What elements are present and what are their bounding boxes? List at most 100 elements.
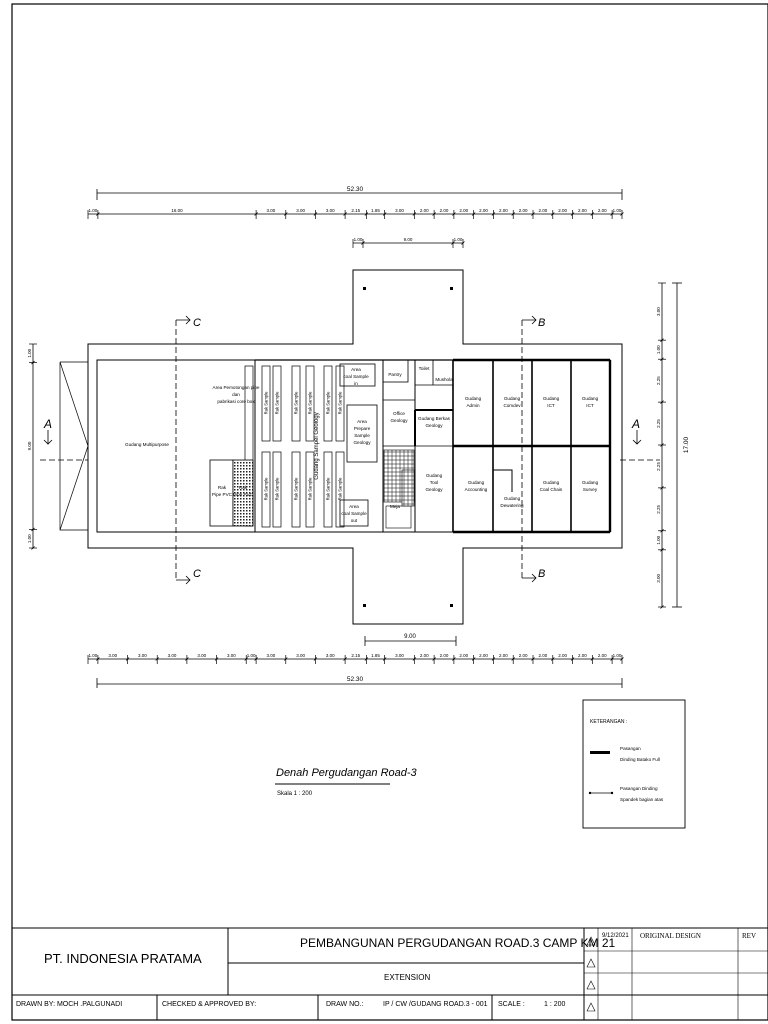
section-c-top: C (193, 317, 201, 329)
room-label-gudang-ict-1: ICT (547, 403, 555, 408)
bottom-dim-slash (214, 657, 219, 661)
top-dim-slash (471, 212, 476, 216)
top-dim-slash (364, 212, 369, 216)
section-b-bottom: B (538, 568, 545, 580)
right-dim-slash (660, 548, 664, 552)
bottom-total-dimension (96, 678, 623, 688)
left-dim-label: 9.00 (27, 441, 32, 450)
room-label-rak-pipe-1: Pipe PVC (212, 492, 233, 497)
right-dim-slash (660, 486, 664, 490)
top-dim-label: 16.00 (171, 208, 183, 213)
section-b-top: B (538, 317, 545, 329)
bottom-dim-label: 2.00 (440, 653, 449, 658)
room-label-area-coal-in: coal Sample (343, 374, 369, 379)
checked-by: CHECKED & APPROVED BY: (162, 1001, 257, 1008)
legend-item2-line2: Spandek bagian atas (620, 797, 664, 802)
top-dim-slash (254, 212, 258, 216)
bottom-wing-label: 9.00 (404, 634, 416, 640)
legend-item1-line1: Pasangan (620, 746, 641, 751)
room-label-gudang-berkas: Gudang Berkas (418, 416, 451, 421)
top-dim-slash (610, 212, 614, 216)
bottom-dim-slash (313, 657, 318, 661)
project-subtitle: EXTENSION (384, 973, 431, 982)
bottom-dim-slash (244, 657, 249, 661)
revision-triangles (586, 936, 596, 1012)
bottom-dim-label: 3.00 (296, 653, 305, 658)
top-dim-slash (550, 212, 555, 216)
bottom-total-label: 52.30 (347, 676, 364, 683)
bottom-dim-slash (590, 657, 595, 661)
rack-sample-label: Rak Sample (308, 477, 313, 500)
bottom-dim-slash (254, 657, 258, 661)
left-dim-slash (31, 527, 35, 532)
top-dim-label: 2.15 (351, 208, 360, 213)
right-dim-label: 2.25 (656, 419, 661, 428)
top-dim-slash (590, 212, 595, 216)
legend-item1-line2: Dinding Batako Full (620, 757, 660, 762)
bottom-dim-slash (283, 657, 288, 661)
wing-dim-slash (461, 241, 465, 245)
room-label-toilet: Toilet (419, 366, 430, 371)
room-label-gudang-berkas: Geology (425, 423, 443, 428)
bottom-dim-slash (511, 657, 516, 661)
left-dimension-chain: 1.009.001.00 (27, 343, 37, 550)
room-label-office-geology: Office (393, 411, 405, 416)
section-line-b (521, 315, 537, 583)
top-dim-label: 2.00 (459, 208, 468, 213)
top-dim-label: 2.00 (598, 208, 607, 213)
right-dim-label: 2.25 (656, 462, 661, 471)
legend-spandek-end-2 (610, 791, 614, 795)
right-total-dimension (672, 282, 682, 608)
room-label-gudang-admin: Gudang (465, 396, 482, 401)
bottom-dim-slash (491, 657, 496, 661)
bottom-dim-slash (550, 657, 555, 661)
room-label-area-pemotongan: Area Pemotongan pipe (213, 385, 260, 390)
top-dim-slash (313, 212, 318, 216)
bottom-dim-label: 2.00 (459, 653, 468, 658)
room-label-area-coal-out: out (351, 518, 358, 523)
room-label-gudang-ict-2: ICT (586, 403, 594, 408)
bottom-dim-label: 2.00 (499, 653, 508, 658)
top-dim-slash (570, 212, 575, 216)
revision-header: REV (742, 932, 756, 940)
legend-title: KETERANGAN : (590, 719, 627, 725)
revision-description: ORIGINAL DESIGN (640, 932, 701, 940)
top-dim-label: 2.00 (499, 208, 508, 213)
bottom-dim-slash (185, 657, 189, 661)
wing-dim-slash (361, 241, 365, 245)
room-label-gudang-accounting: Accounting (465, 487, 488, 492)
room-label-area-pemotongan: dan (232, 392, 240, 397)
room-label-area-prepare: Area (357, 419, 367, 424)
room-label-gudang-tool: Geology (425, 487, 443, 492)
right-dim-label: 1.00 (656, 535, 661, 544)
bottom-dim-label: 3.00 (197, 653, 206, 658)
top-dim-label: 2.00 (440, 208, 449, 213)
room-label-gudang-dewatering: Dewatering (500, 503, 524, 508)
top-dim-label: 3.00 (395, 208, 404, 213)
room-label-area-coal-in: in (354, 381, 358, 386)
room-label-meja: Meja (390, 504, 400, 509)
room-label-gudang-dewatering: Gudang (504, 496, 521, 501)
right-dimension-chain: 3.001.002.252.252.252.251.003.00 (656, 282, 666, 609)
room-label-gudang-admin: Admin (466, 403, 479, 408)
bottom-dim-label: 1.85 (371, 653, 380, 658)
bottom-dim-slash (155, 657, 160, 661)
bottom-dim-slash (125, 657, 130, 661)
bottom-dim-label: 3.00 (267, 653, 276, 658)
top-dim-label: 1.85 (371, 208, 380, 213)
top-dim-slash (511, 212, 516, 216)
section-a-right: A (631, 417, 640, 431)
section-a-left: A (43, 417, 52, 431)
wing-markers (363, 287, 453, 607)
room-label-area-prepare: Prepare (354, 426, 371, 431)
bottom-dim-slash (382, 657, 387, 661)
bottom-dim-slash (343, 657, 347, 661)
section-line-a (40, 430, 660, 461)
project-title: PEMBANGUNAN PERGUDANGAN ROAD.3 CAMP KM 2… (300, 936, 616, 950)
top-dim-label: 3.00 (326, 208, 335, 213)
bottom-dim-slash (620, 657, 624, 661)
